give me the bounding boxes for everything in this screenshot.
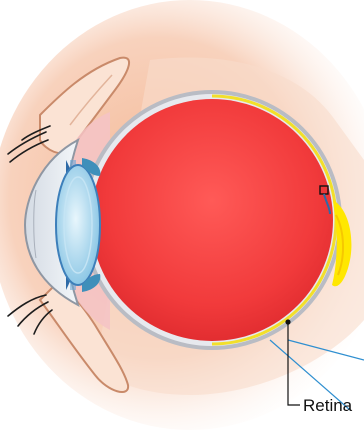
retina-label: Retina — [303, 396, 353, 415]
lens — [56, 165, 100, 285]
vitreous-body — [91, 99, 333, 341]
